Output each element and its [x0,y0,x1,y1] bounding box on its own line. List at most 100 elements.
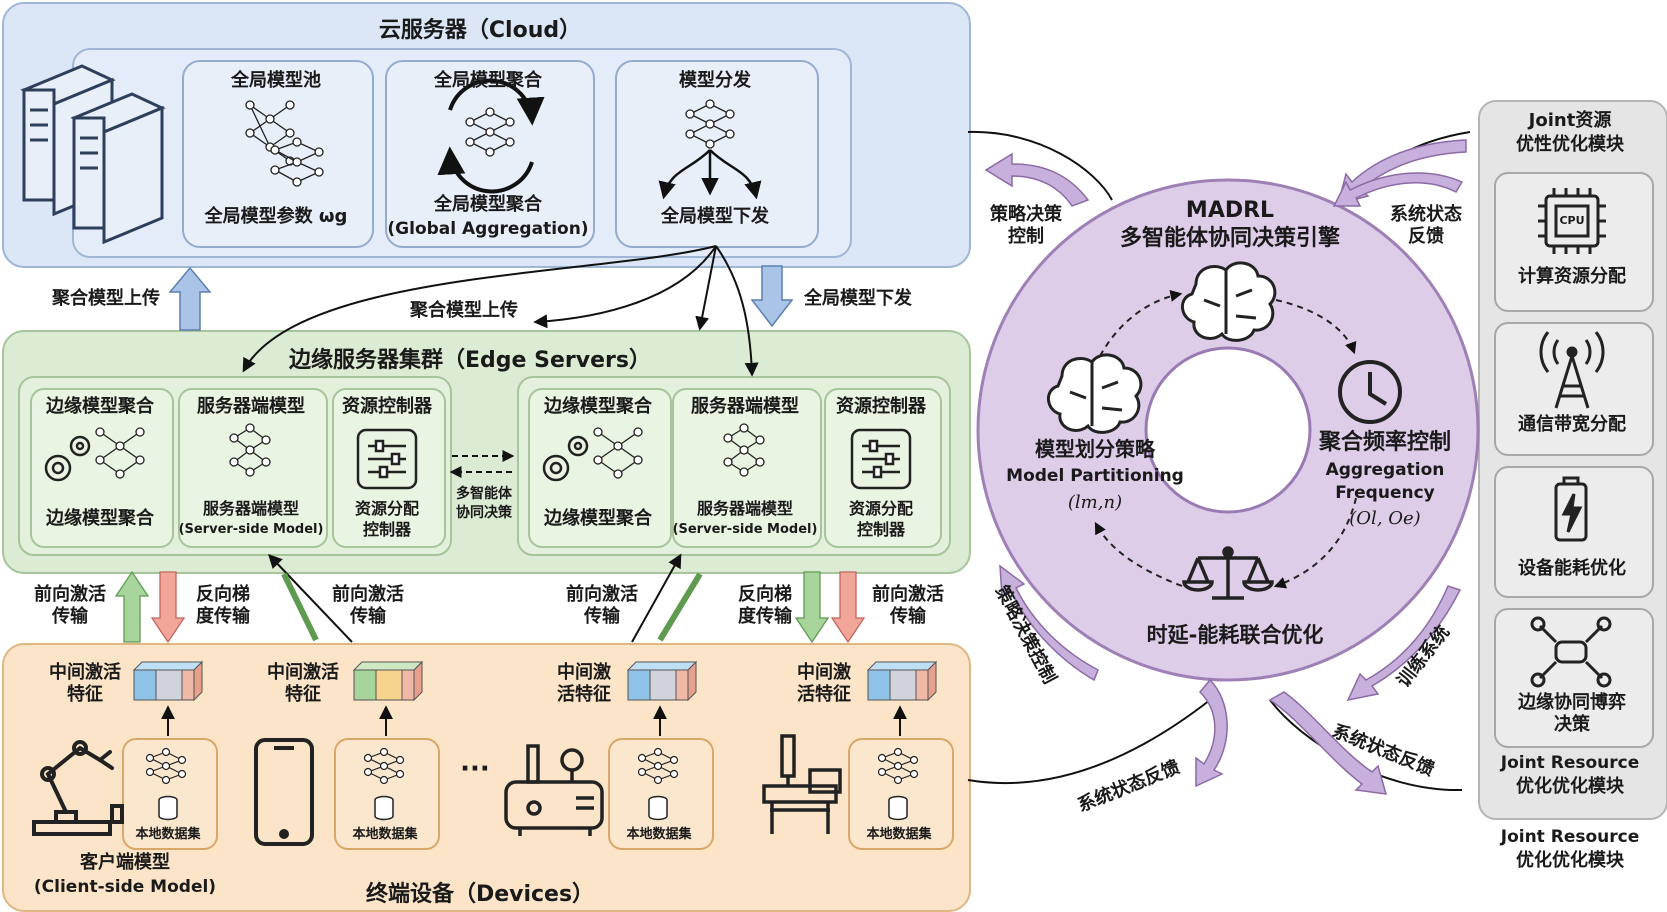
circular-arrows-icon [437,78,545,194]
diagonal-transfer-arrows [268,553,703,643]
model-partition-label-en: Model Partitioning [1006,466,1184,486]
local-model-box-2 [334,738,440,850]
edge-title: 边缘服务器集群（Edge Servers） [289,348,651,373]
global-model-pool-title: 全局模型池 [231,70,321,91]
forward-activation-arrow [114,570,830,644]
resource-controller-caption-2b: 控制器 [856,520,905,539]
global-model-pool-box [182,60,374,248]
antenna-tower-icon [1539,331,1605,409]
cpu-label: CPU [1559,214,1585,227]
local-dataset-2: 本地数据集 [352,827,418,842]
client-model-label: 客户端模型 [80,852,170,873]
resource-controller-title-1: 资源控制器 [342,396,432,417]
global-aggregation-caption: 全局模型聚合 [434,194,542,215]
resource-controller-caption-2a: 资源分配 [848,499,913,518]
madrl-subtitle: 多智能体协同决策引擎 [1119,226,1340,251]
cloud-title: 云服务器（Cloud） [378,18,582,43]
resource-controller-caption-1b: 控制器 [362,520,411,539]
joint-resource-outside-2: 优化优化模块 [1516,850,1624,871]
energy-optimization-label: 设备能耗优化 [1518,558,1626,579]
download-block-arrow [750,265,794,328]
upload-block-arrow [168,266,212,331]
feature-up-arrows [161,705,907,736]
activation-feature-cubes [132,660,938,702]
brain-icon-left [1047,353,1143,434]
aggregation-frequency-symbol: (Ol, Oe) [1349,508,1421,529]
madrl-title: MADRL [1185,198,1275,223]
distribution-arrows-icon [658,149,762,200]
devices-title: 终端设备（Devices） [365,882,595,907]
edge-aggregation-caption-1: 边缘模型聚合 [46,508,154,529]
brain-icon [1181,261,1277,342]
server-model-title-2: 服务器端模型 [691,396,799,417]
edge-aggregation-title-1: 边缘模型聚合 [46,396,154,417]
server-model-caption-2: 服务器端模型 [696,499,793,518]
joint-resource-outside-1: Joint Resource [1500,827,1640,847]
robot-arm-icon [32,740,124,836]
global-aggregation-title: 全局模型聚合 [434,70,542,91]
industrial-machine-icon [504,744,604,836]
server-model-title-1: 服务器端模型 [197,396,305,417]
battery-icon [1554,476,1588,542]
edge-aggregation-caption-2: 边缘模型聚合 [544,508,652,529]
bandwidth-allocation-label: 通信带宽分配 [1518,414,1626,435]
server-model-caption-1: 服务器端模型 [202,499,299,518]
policy-control-purple-arrow [984,152,1099,682]
sliders-icon [356,428,912,490]
madrl-cycle-dashed-arrows [1094,290,1357,589]
state-feedback-label-top: 系统状态 反馈 [1390,204,1462,247]
local-model-box-4 [848,738,954,850]
forward-activation-label-4: 前向激活 传输 [872,584,944,627]
forward-activation-label-1: 前向激活 传输 [34,584,106,627]
multi-agent-label-2: 协同决策 [456,505,512,521]
model-distribution-title: 模型分发 [679,70,751,91]
client-model-label-en: (Client-side Model) [33,877,217,897]
multi-agent-dashed-arrows [449,450,515,478]
backward-gradient-label-1: 反向梯 度传输 [196,584,250,627]
latency-energy-label: 时延-能耗联合优化 [1146,623,1324,647]
resource-controller-box-2 [824,388,942,548]
cloud-edge-connector-lines [242,245,759,377]
model-partition-symbol: (lm,n) [1067,492,1123,513]
neural-network-icon [245,99,735,187]
multi-agent-label-1: 多智能体 [456,486,512,502]
smartphone-icon [254,738,314,846]
cpu-icon [1538,188,1606,254]
server-model-caption-en-2: (Server-side Model) [672,522,818,537]
resource-controller-title-2: 资源控制器 [836,396,926,417]
server-model-box-2 [672,388,822,548]
resource-controller-box-1 [332,388,446,548]
device-ellipsis: ··· [460,754,490,784]
joint-resource-footer-1: Joint Resource [1500,753,1640,773]
clock-icon [1338,360,1402,424]
balance-scale-icon [1182,546,1274,600]
gear-icon [44,435,589,482]
intermediate-feature-4: 中间激 活特征 [797,662,851,705]
aggregation-frequency-en-2: Frequency [1335,483,1435,503]
model-distribution-caption: 全局模型下发 [661,206,769,227]
state-feedback-purple-arrow [1195,139,1467,795]
bandwidth-allocation-box [1494,322,1654,456]
local-dataset-4: 本地数据集 [866,827,932,842]
compute-allocation-box [1494,172,1654,312]
backward-gradient-label-2: 反向梯 度传输 [738,584,792,627]
local-dataset-3: 本地数据集 [626,827,692,842]
drone-network-icon [1530,616,1612,688]
cnc-machine-icon [762,734,842,834]
joint-resource-header-1: Joint资源 [1528,110,1612,131]
forward-activation-label-2: 前向激活 传输 [332,584,404,627]
edge-aggregation-title-2: 边缘模型聚合 [544,396,652,417]
edge-aggregation-box-1 [30,388,174,548]
policy-control-label-top: 策略决策 控制 [990,204,1062,247]
edge-game-label: 边缘协同博弈 决策 [1518,692,1626,735]
aggregated-upload-label-left: 聚合模型上传 [52,288,160,309]
global-download-label: 全局模型下发 [804,288,912,309]
madrl-ring [976,178,1480,682]
edge-neural-network-icon [95,423,765,479]
local-dataset-1: 本地数据集 [135,827,201,842]
intermediate-feature-3: 中间激 活特征 [557,662,611,705]
edge-game-box [1494,608,1654,748]
server-tower-icon [20,64,166,245]
server-model-box-1 [178,388,328,548]
backward-gradient-arrow [150,571,866,644]
